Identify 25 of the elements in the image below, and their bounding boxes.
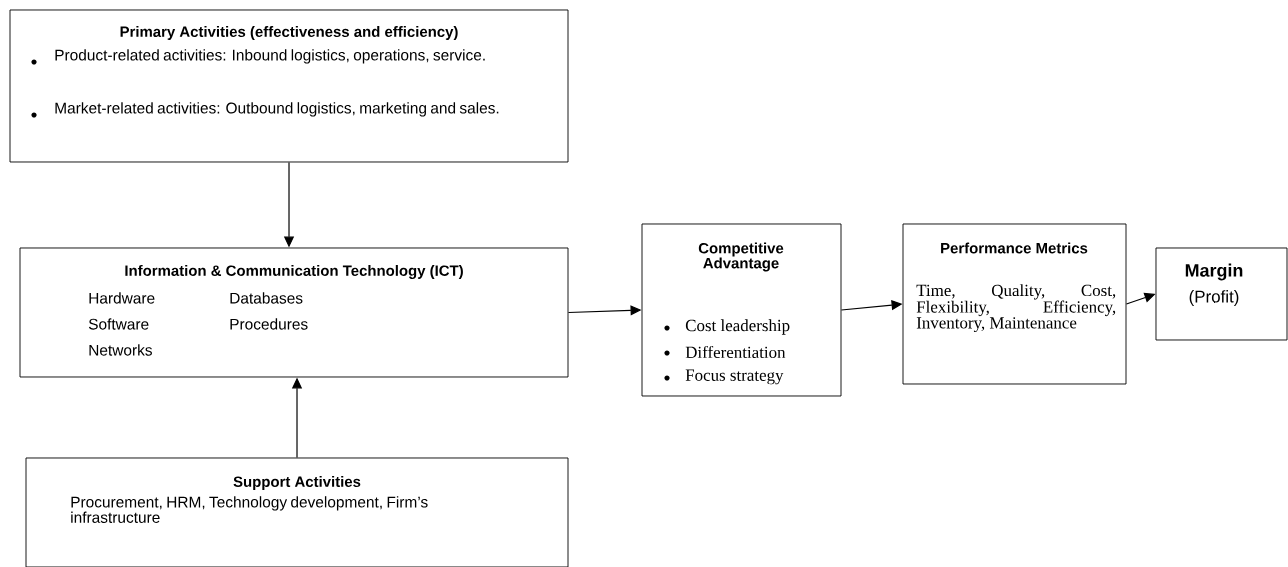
list-item: Networks — [89, 344, 152, 356]
heading: Information & Communication Technology (ICT) — [125, 265, 463, 279]
heading: Performance Metrics — [941, 242, 1088, 254]
list-item: Software — [88, 318, 149, 330]
list-item: Databases — [230, 292, 303, 304]
bullet-text: Differentiation — [685, 345, 786, 359]
process-box — [19, 247, 569, 378]
list-item: Procedures — [230, 318, 308, 330]
heading: Competitive Advantage — [698, 242, 784, 272]
heading: Margin — [1185, 263, 1243, 281]
body-text: Procurement, HRM, Technology development, Firm’s infrastructure — [71, 496, 428, 523]
bullet-text: Cost leadership — [685, 319, 790, 335]
heading: Primary Activities (effectiveness and efficiency) — [120, 26, 458, 40]
list-item: Hardware — [89, 292, 155, 304]
body-text: Time, Quality, Cost, Flexibility, Efficiency, Inventory, Maintenance — [916, 284, 1116, 333]
process-box — [1155, 247, 1288, 341]
process-box — [25, 457, 569, 567]
bullet-text: Market-related activities: Outbound logistics, marketing and sales. — [55, 102, 499, 117]
process-box — [641, 223, 842, 397]
bullet-text: Product-related activities: Inbound logistics, operations, service. — [55, 49, 485, 64]
process-box — [9, 9, 569, 163]
heading: Support Activities — [233, 476, 361, 490]
body-text: (Profit) — [1189, 290, 1239, 306]
process-box — [902, 223, 1127, 385]
bullet-text: Focus strategy — [685, 369, 784, 385]
